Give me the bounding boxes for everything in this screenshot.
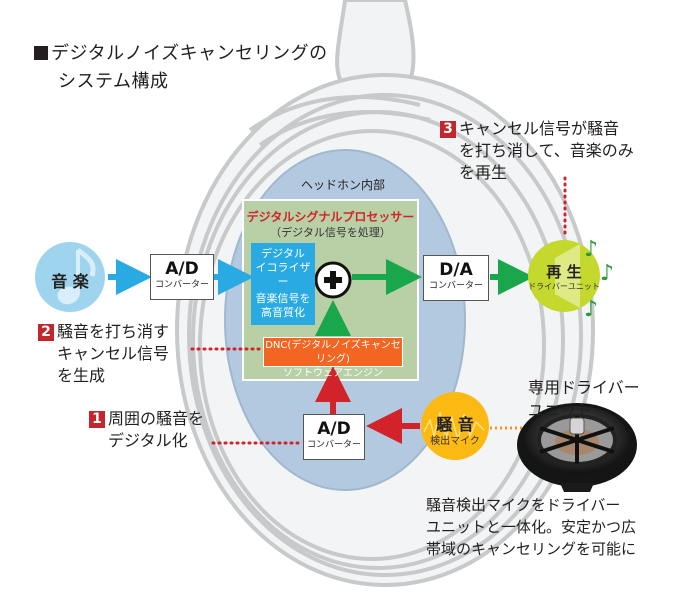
da-converter: D/A コンバーター [423,255,489,301]
da-converter-subtitle: コンバーター [428,281,483,291]
playback-circle [528,240,600,312]
note-1-line-2: デジタル化 [108,431,188,450]
dnc-line-1: DNC(デジタルノイズキャンセリング) [265,340,401,365]
noise-mic-circle [421,392,489,460]
note-2-line-3: を生成 [57,366,106,385]
ad-converter-noise-subtitle: コンバーター [306,440,361,450]
dsp-title: デジタルシグナルプロセッサー [246,210,415,224]
mixer-plus-icon [314,261,352,299]
ad-converter-music-title: A/D [165,259,199,279]
note-2-line-2: キャンセル信号 [57,344,170,363]
ad-converter-noise: A/D コンバーター [303,414,365,460]
music-note-icons: ♪ ♪ ♪ [584,237,614,322]
note-2-number-badge: 2 [38,324,54,341]
svg-text:♪: ♪ [584,297,598,322]
bottom-note-line-2: ユニットと一体化。安定かつ広 [426,518,637,536]
dnc-software-engine-block: DNC(デジタルノイズキャンセリング) ソフトウェアエンジン [263,337,403,379]
noise-mic-label: 騒 音 [436,415,474,434]
svg-text:♪: ♪ [600,261,614,286]
note-3-line-3: を再生 [459,163,508,182]
playback-label: 再 生 [546,263,582,281]
equalizer-line-2: イコライザー [255,261,311,288]
dnc-line-2: ソフトウェアエンジン [283,368,383,379]
equalizer-line-4: 高音質化 [261,306,305,319]
driver-unit-image [517,403,637,492]
title-line-1: デジタルノイズキャンセリングの [51,43,328,64]
bottom-note-line-3: 帯域のキャンセリングを可能に [426,540,637,558]
playback-sublabel: ドライバーユニット [528,282,600,291]
equalizer-line-3: 音楽信号を [255,292,311,305]
bottom-note: 騒音検出マイクをドライバー ユニットと一体化。安定かつ広 帯域のキャンセリングを… [426,494,636,560]
headphone-internal-label: ヘッドホン内部 [300,178,385,192]
note-3-number-badge: 3 [440,121,456,138]
note-1-line-1: 周囲の騒音を [108,409,205,428]
note-1-number-badge: 1 [89,411,105,428]
driver-unit-caption: 専用ドライバー ユニット [528,376,640,422]
svg-text:♪: ♪ [584,237,598,262]
note-3-line-1: キャンセル信号が騒音 [459,119,620,138]
page-title: デジタルノイズキャンセリングの システム構成 [34,40,328,96]
note-2-line-1: 騒音を打ち消す [57,322,170,341]
driver-unit-caption-line-2: ユニット [528,401,593,420]
ad-converter-music-subtitle: コンバーター [154,280,209,290]
square-bullet-icon [34,46,48,60]
driver-unit-caption-line-1: 専用ドライバー [528,378,640,397]
da-converter-title: D/A [439,260,473,280]
digital-equalizer-block: デジタル イコライザー 音楽信号を 高音質化 [251,243,315,325]
noise-mic-sublabel: 検出マイク [430,436,480,447]
ad-converter-noise-title: A/D [317,419,351,439]
dsp-subtitle: （デジタル信号を処理） [270,226,391,239]
music-source-circle [35,242,105,312]
music-source-label: 音 楽 [51,272,89,291]
bottom-note-line-1: 騒音検出マイクをドライバー [426,496,621,514]
note-3-line-2: を打ち消して、音楽のみ [459,141,634,160]
ad-converter-music: A/D コンバーター [150,254,214,300]
equalizer-line-1: デジタル [261,247,305,260]
title-line-2: システム構成 [58,71,169,92]
